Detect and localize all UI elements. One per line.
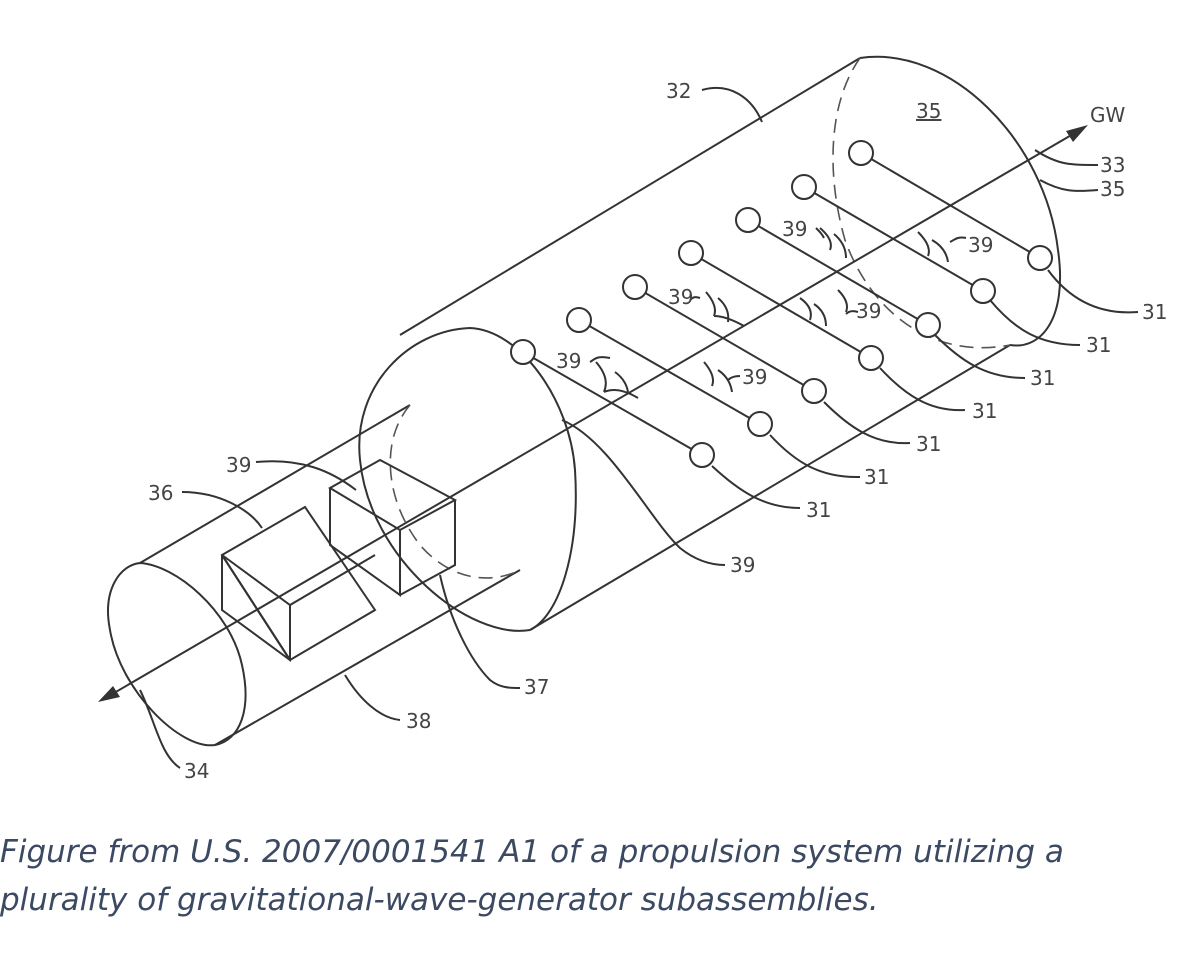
label-37: 37 xyxy=(524,675,549,699)
small-cylinder-back-hidden xyxy=(389,404,521,579)
generator-node xyxy=(747,411,773,437)
label-38: 38 xyxy=(406,709,431,733)
small-cylinder-top-edge xyxy=(139,404,411,564)
box-36 xyxy=(220,505,377,662)
label-32: 32 xyxy=(666,79,691,103)
patent-drawing: 32 35 GW 33 35 39 39 39 39 39 39 39 39 3… xyxy=(98,55,1167,783)
reference-numerals: 32 35 GW 33 35 39 39 39 39 39 39 39 39 3… xyxy=(148,79,1167,783)
label-33: 33 xyxy=(1100,153,1125,177)
label-35: 35 xyxy=(1100,177,1125,201)
label-39: 39 xyxy=(968,233,993,257)
large-cylinder-back-face xyxy=(859,55,1061,347)
figure-caption: Figure from U.S. 2007/0001541 A1 of a pr… xyxy=(0,828,1180,924)
label-39: 39 xyxy=(668,285,693,309)
label-39: 39 xyxy=(856,299,881,323)
label-39: 39 xyxy=(742,365,767,389)
caption-line-2: plurality of gravitational-wave-generato… xyxy=(0,882,879,918)
label-39: 39 xyxy=(556,349,581,373)
large-cylinder-bottom-edge xyxy=(529,344,1011,631)
label-31: 31 xyxy=(1142,300,1167,324)
generator-node xyxy=(678,240,704,266)
rod-4 xyxy=(690,252,872,359)
rod-3 xyxy=(634,286,815,392)
generator-node xyxy=(970,278,996,304)
small-cylinder-front-face xyxy=(107,561,247,747)
label-31: 31 xyxy=(864,465,889,489)
label-31: 31 xyxy=(1086,333,1111,357)
generator-node xyxy=(791,174,817,200)
label-39: 39 xyxy=(782,217,807,241)
generator-node xyxy=(1027,245,1053,271)
central-axis xyxy=(98,125,1088,702)
generator-node xyxy=(735,207,761,233)
small-cylinder xyxy=(107,404,521,747)
label-31: 31 xyxy=(1030,366,1055,390)
wave-bracket xyxy=(703,361,733,393)
generator-node xyxy=(801,378,827,404)
rod-7 xyxy=(860,152,1041,259)
wave-bracket xyxy=(799,297,827,327)
large-cylinder-front-face xyxy=(358,326,577,632)
generator-node xyxy=(915,312,941,338)
large-cylinder-top-edge xyxy=(399,57,861,336)
small-cylinder-bottom-edge xyxy=(214,569,521,746)
wave-bracket xyxy=(819,227,847,259)
leader-lines xyxy=(139,86,1139,769)
generator-node xyxy=(566,307,592,333)
wave-bracket xyxy=(917,231,949,263)
wave-bracket xyxy=(595,361,639,399)
large-cylinder xyxy=(358,55,1061,632)
label-39: 39 xyxy=(226,453,251,477)
label-39: 39 xyxy=(730,553,755,577)
label-34: 34 xyxy=(184,759,209,783)
generator-node xyxy=(510,339,536,365)
wave-bracket xyxy=(705,291,745,327)
rear-arrow-head xyxy=(98,686,120,702)
large-cylinder-back-hidden xyxy=(832,57,1011,349)
box-37 xyxy=(328,458,458,597)
label-36: 36 xyxy=(148,481,173,505)
rod-2 xyxy=(578,319,761,425)
label-gw: GW xyxy=(1090,103,1125,127)
generator-node xyxy=(848,140,874,166)
label-31: 31 xyxy=(806,498,831,522)
label-31: 31 xyxy=(916,432,941,456)
generator-node xyxy=(858,345,884,371)
label-35-face: 35 xyxy=(916,99,941,123)
rod-5 xyxy=(747,219,929,326)
label-31: 31 xyxy=(972,399,997,423)
rod-1 xyxy=(522,351,703,456)
wave-bracket xyxy=(837,289,848,313)
gw-arrow-head xyxy=(1066,125,1088,142)
caption-line-1: Figure from U.S. 2007/0001541 A1 of a pr… xyxy=(0,834,1064,870)
generator-node xyxy=(622,274,648,300)
rod-6 xyxy=(803,186,984,292)
generator-node xyxy=(689,442,715,468)
axis-line xyxy=(101,129,1081,701)
generator-array xyxy=(510,140,1053,468)
box-37-edges xyxy=(328,458,458,597)
box-36-edges xyxy=(220,505,377,662)
